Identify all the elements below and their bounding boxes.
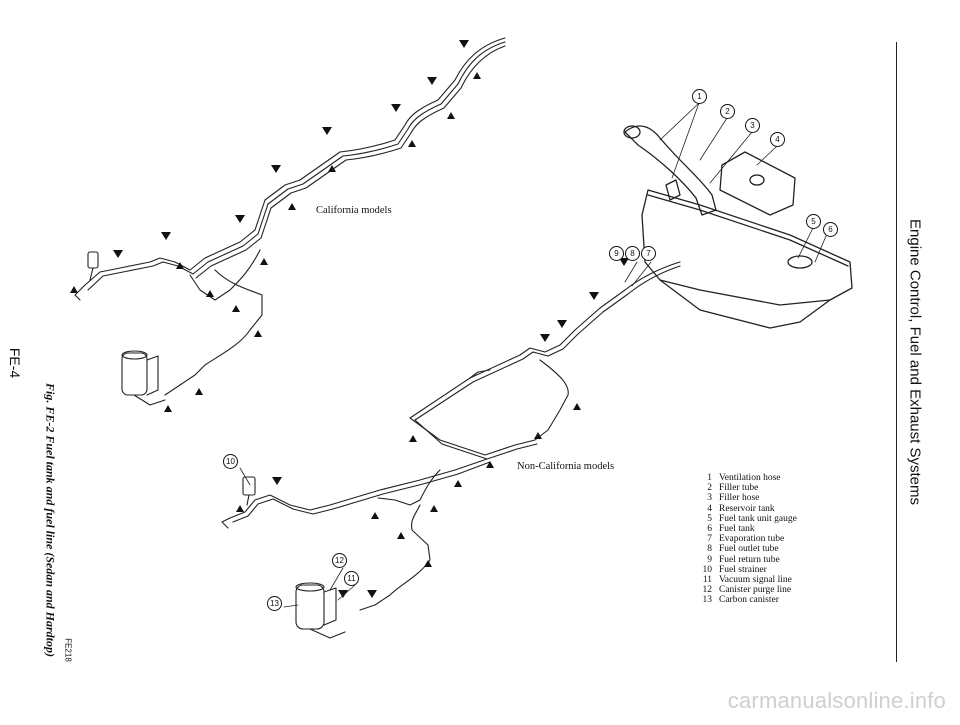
legend-row: 3 Filler hose [690,493,797,503]
legend-row: 11 Vacuum signal line [690,575,797,585]
callout-12: 12 [332,553,347,568]
legend-number: 1 [707,473,712,483]
legend-text: Vacuum signal line [719,575,792,586]
callout-4: 4 [770,132,785,147]
watermark: carmanualsonline.info [727,688,946,713]
legend-row: 6 Fuel tank [690,524,797,534]
callout-5: 5 [806,214,821,229]
legend-row: 5 Fuel tank unit gauge [690,514,797,524]
legend-text: Fuel tank [719,524,755,535]
legend-row: 9 Fuel return tube [690,555,797,565]
figure-caption: Fig. FE-2 Fuel tank and fuel line (Sedan… [43,382,58,658]
legend-text: Filler hose [719,493,760,504]
callout-leader-lines [239,102,827,608]
legend-number: 10 [702,564,713,575]
legend-text: Carbon canister [719,595,779,606]
legend-text: Fuel outlet tube [719,544,779,555]
figure-code: FE218 [63,638,73,662]
callout-7: 7 [641,246,656,261]
legend-number: 3 [707,493,712,504]
legend-row: 7 Evaporation tube [690,534,797,544]
parts-legend: 1 Ventilation hose 2 Filler tube 3 Filler h… [690,473,797,606]
section-divider-line [896,42,898,662]
callout-11: 11 [344,571,359,586]
legend-text: Canister purge line [719,585,792,596]
legend-number: 7 [707,534,712,545]
legend-number: 2 [707,483,712,494]
non-california-models-label: Non-California models [517,461,615,472]
section-title: Engine Control, Fuel and Exhaust Systems [906,219,924,505]
california-fuel-lines [74,37,506,396]
legend-number: 4 [707,503,712,514]
legend-number: 9 [707,554,712,565]
legend-text: Fuel return tube [719,554,780,565]
page-number: FE-4 [7,347,23,379]
callout-9: 9 [609,246,624,261]
legend-row: 10 Fuel strainer [690,565,797,575]
legend-text: Fuel tank unit gauge [719,513,797,524]
legend-row: 2 Filler tube [690,483,797,493]
legend-row: 12 Canister purge line [690,585,797,595]
callout-3: 3 [745,118,760,133]
non-california-strainer [242,476,256,506]
non-california-canister [295,582,346,639]
callout-1: 1 [692,89,707,104]
legend-number: 5 [707,513,712,524]
california-canister [121,350,166,406]
legend-row: 1 Ventilation hose [690,473,797,483]
california-models-label: California models [316,205,392,216]
legend-text: Evaporation tube [719,534,785,545]
legend-text: Fuel strainer [719,564,767,575]
legend-number: 6 [707,524,712,535]
legend-row: 13 Carbon canister [690,595,797,605]
legend-number: 11 [702,575,712,586]
callout-10: 10 [223,454,238,469]
legend-text: Filler tube [719,483,759,494]
legend-row: 4 Reservoir tank [690,504,797,514]
callout-6: 6 [823,222,838,237]
legend-row: 8 Fuel outlet tube [690,544,797,554]
legend-text: Reservoir tank [719,503,775,514]
legend-number: 12 [702,585,713,596]
legend-number: 13 [702,595,713,606]
callout-13: 13 [267,596,282,611]
flow-arrows [70,40,629,598]
legend-text: Ventilation hose [719,473,781,483]
callout-8: 8 [625,246,640,261]
legend-number: 8 [707,544,712,555]
california-strainer [87,251,99,281]
callout-2: 2 [720,104,735,119]
non-california-fuel-lines [221,261,681,611]
